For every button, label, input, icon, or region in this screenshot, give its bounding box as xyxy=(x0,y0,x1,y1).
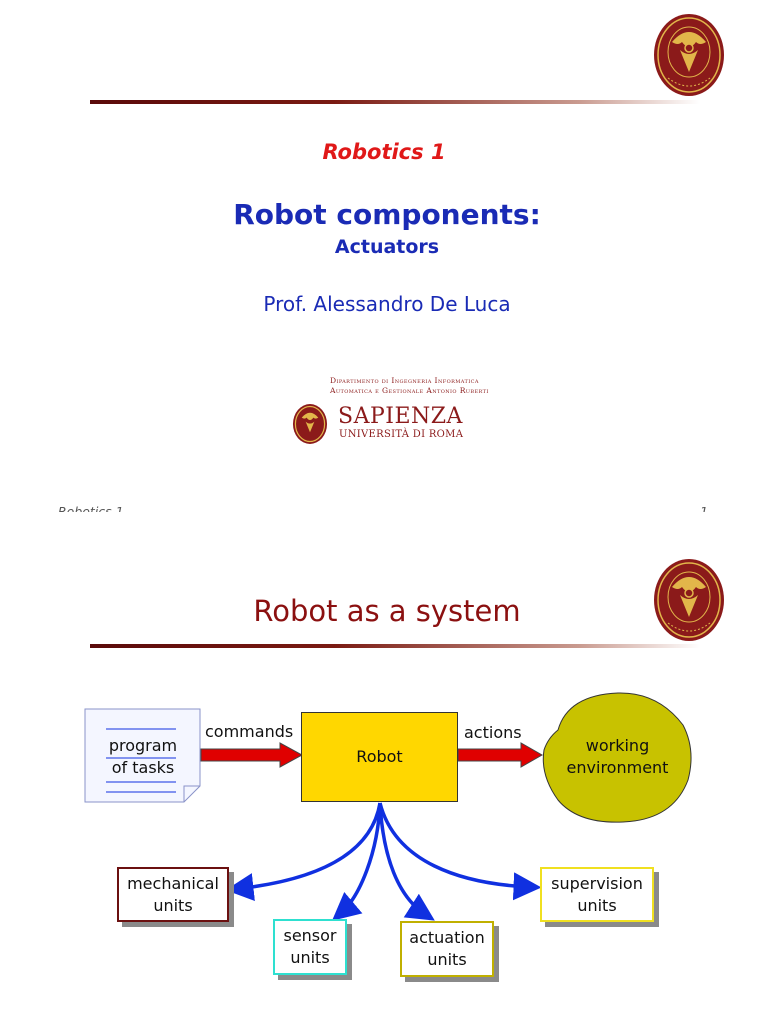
department-name: Dipartimento di Ingegneria Informatica A… xyxy=(330,376,489,396)
mechanical-line-1: mechanical xyxy=(127,873,219,893)
working-environment-shape xyxy=(542,692,692,823)
arrow-to-supervision xyxy=(378,802,542,901)
sensor-line-2: units xyxy=(290,948,330,967)
footer-course: Robotics 1 xyxy=(58,504,124,512)
robot-label: Robot xyxy=(356,747,403,766)
title-rule xyxy=(90,100,700,104)
arrow-to-mechanical xyxy=(225,802,382,902)
commands-arrow xyxy=(200,742,304,768)
department-line-1: Dipartimento di Ingegneria Informatica xyxy=(330,376,479,385)
sapienza-small-seal-logo xyxy=(292,404,328,444)
lecture-title: Robot components: xyxy=(233,198,541,231)
slide-2-rule xyxy=(90,644,700,648)
sensor-units-box: sensor units xyxy=(273,919,347,975)
working-environment: working environment xyxy=(545,732,690,782)
environment-line-1: working xyxy=(585,736,650,755)
slide-2: Robot as a system program of tasks comma… xyxy=(0,512,768,1024)
university-name: Sapienza xyxy=(338,404,463,429)
diagram-arrows xyxy=(200,742,544,921)
lecture-subtitle: Actuators xyxy=(334,236,440,258)
arrow-to-actuation xyxy=(378,802,435,921)
page-number: 1 xyxy=(700,504,708,512)
program-line-1: program xyxy=(108,736,178,755)
slide-2-title: Robot as a system xyxy=(253,594,521,628)
department-line-2: Automatica e Gestionale Antonio Ruberti xyxy=(330,386,489,395)
course-title: Robotics 1 xyxy=(322,140,446,164)
actions-arrow xyxy=(457,742,544,768)
actuation-units-box: actuation units xyxy=(400,921,494,977)
supervision-line-2: units xyxy=(577,895,617,915)
university-subname-text: Università di Roma xyxy=(339,429,464,440)
program-of-tasks-box: program of tasks xyxy=(84,732,202,782)
author-name: Prof. Alessandro De Luca xyxy=(263,292,511,316)
arrow-to-sensor xyxy=(332,802,382,921)
sapienza-seal-logo-2 xyxy=(654,559,724,641)
actuation-line-2: units xyxy=(427,950,467,969)
mechanical-units-box: mechanical units xyxy=(117,867,229,922)
environment-line-2: environment xyxy=(566,758,669,777)
slide-1: Robotics 1 Robot components: Actuators P… xyxy=(58,14,724,512)
supervision-line-1: supervision xyxy=(551,873,643,893)
program-document-shape xyxy=(84,708,201,803)
commands-label: commands xyxy=(205,722,294,741)
actions-label: actions xyxy=(464,723,522,742)
sapienza-seal-logo xyxy=(654,14,724,96)
university-subname: Università di Roma xyxy=(339,429,463,440)
university-name-text: Sapienza xyxy=(338,404,463,429)
sensor-line-1: sensor xyxy=(283,926,337,945)
robot-box: Robot xyxy=(301,712,458,802)
supervision-units-box: supervision units xyxy=(540,867,654,922)
mechanical-line-2: units xyxy=(153,895,193,915)
actuation-line-1: actuation xyxy=(409,928,485,947)
program-line-2: of tasks xyxy=(111,758,175,777)
